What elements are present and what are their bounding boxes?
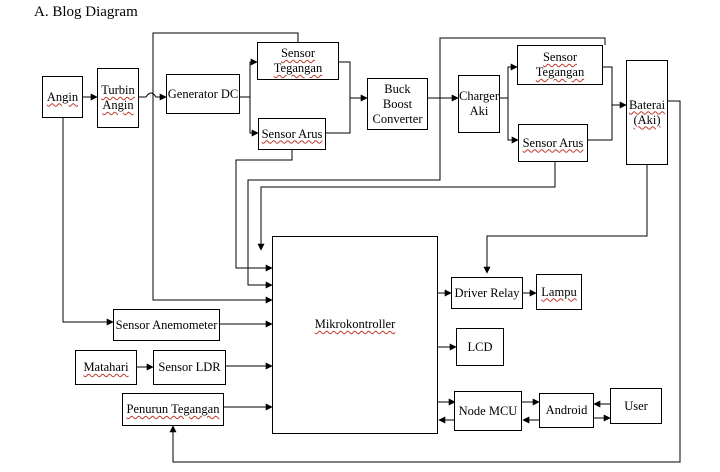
block-sensor-anemometer: Sensor Anemometer — [113, 309, 220, 341]
block-sensor-ldr-label: Sensor LDR — [158, 360, 221, 374]
block-user-label: User — [624, 398, 648, 413]
block-sensor-arus-2-label: Sensor Arus — [522, 135, 584, 150]
block-matahari: Matahari — [75, 350, 137, 385]
block-user: User — [610, 388, 662, 424]
block-android: Android — [539, 393, 594, 428]
block-sensor-arus-1-label: Sensor Arus — [261, 126, 323, 141]
block-lampu: Lampu — [536, 274, 582, 310]
block-driver-relay-label: Driver Relay — [454, 285, 520, 300]
block-penurun-tegangan: Penurun Tegangan — [122, 393, 224, 426]
block-mikrokontroller-label: Mikrokontroller — [314, 317, 396, 331]
block-charger-aki: Charger Aki — [458, 75, 500, 133]
block-lcd-label: LCD — [467, 339, 493, 354]
block-angin: Angin — [42, 76, 83, 118]
block-turbin-angin: Turbin Angin — [97, 68, 139, 128]
block-lcd: LCD — [456, 328, 504, 366]
block-angin-label: Angin — [46, 89, 79, 104]
block-penurun-tegangan-label: Penurun Tegangan — [126, 402, 220, 416]
block-buck-boost-converter-label: Buck Boost Converter — [372, 81, 423, 126]
block-mikrokontroller: Mikrokontroller — [272, 236, 438, 434]
block-node-mcu-label: Node MCU — [458, 403, 518, 418]
block-charger-aki-label: Charger Aki — [458, 89, 500, 118]
block-sensor-ldr: Sensor LDR — [153, 350, 226, 385]
block-turbin-angin-label: Turbin Angin — [101, 83, 135, 112]
block-sensor-tegangan-1: Sensor Tegangan — [257, 42, 339, 80]
block-baterai-aki: Baterai (Aki) — [626, 60, 668, 165]
block-buck-boost-converter: Buck Boost Converter — [367, 78, 428, 130]
block-android-label: Android — [545, 403, 588, 417]
block-sensor-arus-2: Sensor Arus — [518, 124, 588, 162]
block-baterai-aki-label: Baterai (Aki) — [628, 97, 666, 127]
diagram-heading: A. Blog Diagram — [34, 4, 138, 20]
block-generator-dc: Generator DC — [166, 74, 240, 114]
block-sensor-tegangan-2: Sensor Tegangan — [517, 45, 603, 85]
block-sensor-tegangan-2-label: Sensor Tegangan — [535, 50, 585, 79]
block-sensor-arus-1: Sensor Arus — [258, 118, 326, 150]
block-generator-dc-label: Generator DC — [167, 86, 239, 101]
block-sensor-tegangan-1-label: Sensor Tegangan — [273, 46, 323, 75]
block-lampu-label: Lampu — [541, 284, 577, 299]
block-sensor-anemometer-label: Sensor Anemometer — [115, 317, 218, 332]
block-matahari-label: Matahari — [83, 360, 129, 374]
block-node-mcu: Node MCU — [454, 391, 522, 431]
block-driver-relay: Driver Relay — [451, 277, 523, 309]
